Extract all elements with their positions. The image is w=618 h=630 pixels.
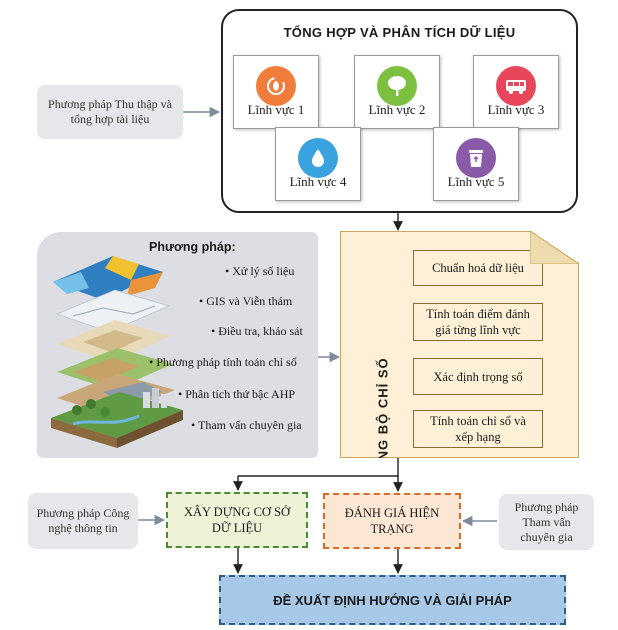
domain-label-2: Lĩnh vực 2 <box>368 102 426 117</box>
index-step-4: Tính toán chỉ số và xếp hạng <box>413 410 543 448</box>
expert-method-label: Phương pháp Tham vấn chuyên gia <box>514 499 579 544</box>
gis-layers-illustration <box>51 256 183 448</box>
domain-card-1: Lĩnh vực 1 <box>233 55 319 129</box>
methods-title: Phương pháp: <box>149 240 236 254</box>
synthesis-box: TỔNG HỢP VÀ PHÂN TÍCH DỮ LIỆU Lĩnh vực 1… <box>221 9 578 213</box>
expert-method-box: Phương pháp Tham vấn chuyên gia <box>499 494 594 550</box>
index-step-2: Tính toán điểm đánh giá từng lĩnh vực <box>413 303 543 341</box>
index-building-panel: XÂY DỰNG BỘ CHỈ SỐ Chuẩn hoá dữ liệu Tín… <box>340 231 579 458</box>
synthesis-title: TỔNG HỢP VÀ PHÂN TÍCH DỮ LIỆU <box>283 25 516 40</box>
method-item-3: • Điều tra, khảo sát <box>211 324 303 338</box>
water-drop-icon <box>298 138 338 178</box>
method-item-4: • Phương pháp tính toán chỉ số <box>149 355 297 369</box>
method-item-5: • Phân tích thứ bậc AHP <box>178 387 296 401</box>
domain-label-3: Lĩnh vực 3 <box>487 102 545 117</box>
leaf-cycle-icon <box>256 66 296 106</box>
index-step-3: Xác định trọng số <box>413 358 543 395</box>
method-item-1: • Xử lý số liệu <box>225 264 295 278</box>
assessment-label: ĐÁNH GIÁ HIỆN TRẠNG <box>344 506 440 536</box>
arrow-index-split <box>238 458 399 477</box>
domain-label-5: Lĩnh vực 5 <box>447 174 505 189</box>
domain-card-4: Lĩnh vực 4 <box>275 127 361 201</box>
bus-icon <box>496 66 536 106</box>
tree-icon <box>377 66 417 106</box>
proposal-label: ĐỀ XUẤT ĐỊNH HƯỚNG VÀ GIẢI PHÁP <box>273 592 512 608</box>
data-collection-method-label: Phương pháp Thu thập và tổng hợp tài liệ… <box>48 97 172 126</box>
method-item-2: • GIS và Viễn thám <box>199 294 293 308</box>
database-label: XÂY DỰNG CƠ SỞ DỮ LIỆU <box>183 505 291 535</box>
it-method-box: Phương pháp Công nghệ thông tin <box>28 493 138 549</box>
assessment-box: ĐÁNH GIÁ HIỆN TRẠNG <box>323 493 461 549</box>
domain-card-2: Lĩnh vực 2 <box>354 55 440 129</box>
data-collection-method-box: Phương pháp Thu thập và tổng hợp tài liệ… <box>37 85 183 139</box>
folded-corner <box>530 231 579 264</box>
recycle-bin-icon <box>456 138 496 178</box>
domain-card-5: Lĩnh vực 5 <box>433 127 519 201</box>
proposal-box: ĐỀ XUẤT ĐỊNH HƯỚNG VÀ GIẢI PHÁP <box>219 575 566 625</box>
methods-panel: Phương pháp: • Xử lý số liệu • GIS và Vi… <box>37 232 318 458</box>
method-item-6: • Tham vấn chuyên gia <box>191 418 302 432</box>
domain-label-1: Lĩnh vực 1 <box>247 102 305 117</box>
domain-label-4: Lĩnh vực 4 <box>289 174 347 189</box>
domain-card-3: Lĩnh vực 3 <box>473 55 559 129</box>
database-box: XÂY DỰNG CƠ SỞ DỮ LIỆU <box>166 492 308 548</box>
it-method-label: Phương pháp Công nghệ thông tin <box>36 506 130 535</box>
index-step-1: Chuẩn hoá dữ liệu <box>413 250 543 286</box>
